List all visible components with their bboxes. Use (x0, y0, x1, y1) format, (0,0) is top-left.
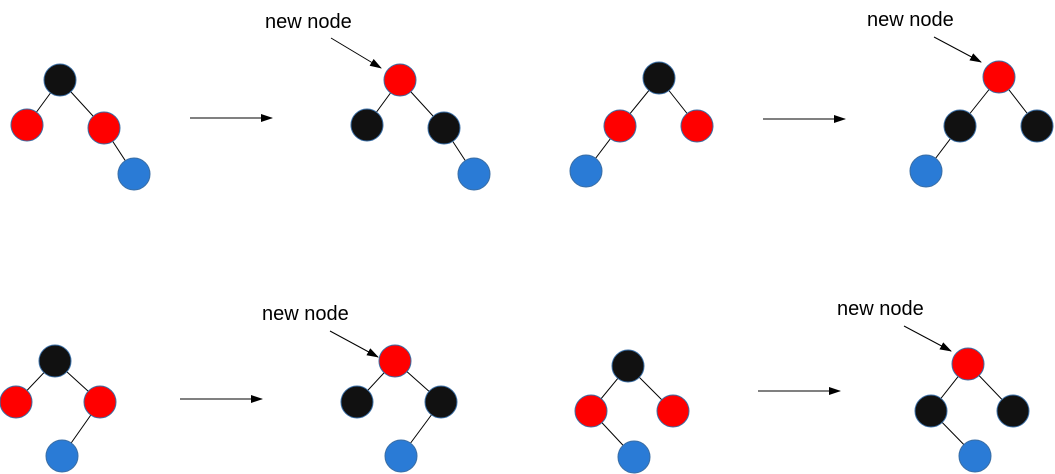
before-node-root-black (43, 63, 77, 97)
before-node-right-red (83, 385, 117, 419)
panel-3-before-tree (0, 344, 117, 473)
after-node-root-red (951, 347, 985, 381)
after-node-right-black (996, 394, 1030, 428)
panel-3-after-tree (340, 344, 458, 473)
after-node-root-red (982, 60, 1016, 94)
after-node-child-blue (384, 439, 418, 473)
new-node-pointer-arrow (933, 36, 982, 63)
after-node-left-black (350, 108, 384, 142)
before-node-child-blue (617, 440, 651, 474)
new-node-pointer-arrow (329, 330, 379, 358)
after-node-root-red (378, 344, 412, 378)
new-node-pointer-arrow (330, 37, 382, 69)
before-node-child-blue (45, 439, 79, 473)
new-node-label: new node (867, 9, 954, 31)
before-node-child-blue (569, 154, 603, 188)
new-node-pointer-arrow (903, 325, 952, 352)
before-node-root-black (642, 61, 676, 95)
after-node-left-black (914, 394, 948, 428)
before-node-root-black (38, 344, 72, 378)
before-node-left-red (0, 385, 33, 419)
after-node-child-blue (909, 154, 943, 188)
panel-4-after-tree (914, 347, 1030, 473)
before-node-left-red (574, 394, 608, 428)
panel-4-before-tree (574, 349, 690, 474)
after-node-right-black (427, 111, 461, 145)
before-node-left-red (10, 108, 44, 142)
panel-2: new node (569, 9, 1054, 188)
panel-4: new node (574, 298, 1030, 474)
new-node-label: new node (262, 303, 349, 325)
panel-3: new node (0, 303, 458, 473)
before-node-right-red (656, 394, 690, 428)
after-node-left-black (340, 385, 374, 419)
before-node-child-blue (117, 157, 151, 191)
after-node-right-black (1020, 109, 1054, 143)
after-node-root-red (383, 63, 417, 97)
after-node-child-blue (958, 439, 992, 473)
panel-1: new node (10, 11, 491, 191)
before-node-root-black (611, 349, 645, 383)
before-node-right-red (680, 109, 714, 143)
new-node-label: new node (265, 11, 352, 33)
before-node-right-red (87, 111, 121, 145)
panel-2-after-tree (909, 60, 1054, 188)
panel-1-before-tree (10, 63, 151, 191)
before-node-left-red (603, 109, 637, 143)
after-node-child-blue (457, 157, 491, 191)
panel-1-after-tree (350, 63, 491, 191)
after-node-right-black (424, 385, 458, 419)
panel-2-before-tree (569, 61, 714, 188)
new-node-label: new node (837, 298, 924, 320)
after-node-left-black (943, 109, 977, 143)
